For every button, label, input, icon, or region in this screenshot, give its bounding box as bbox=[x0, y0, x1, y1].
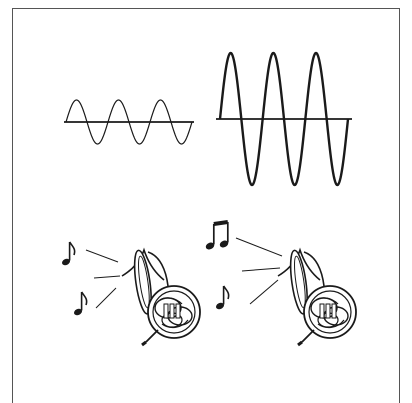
sound-line bbox=[235, 237, 283, 257]
sound-line bbox=[93, 275, 121, 279]
sound-line bbox=[249, 279, 279, 305]
sound-line bbox=[95, 287, 117, 309]
quiet-wave bbox=[64, 99, 194, 145]
loud-wave bbox=[216, 51, 352, 187]
loud-wave-curve bbox=[218, 51, 350, 187]
eighth-note-icon bbox=[60, 241, 76, 268]
sound-line bbox=[85, 249, 119, 263]
eighth-note-icon bbox=[72, 291, 88, 318]
loud-horn-group bbox=[202, 220, 358, 347]
quiet-wave-curve bbox=[65, 99, 193, 145]
beamed-eighth-notes-icon bbox=[202, 220, 232, 253]
french-horn-icon bbox=[276, 247, 358, 347]
sound-line bbox=[241, 267, 281, 272]
eighth-note-icon bbox=[214, 285, 230, 312]
french-horn-icon bbox=[120, 247, 202, 347]
quiet-horn-group bbox=[60, 241, 202, 347]
